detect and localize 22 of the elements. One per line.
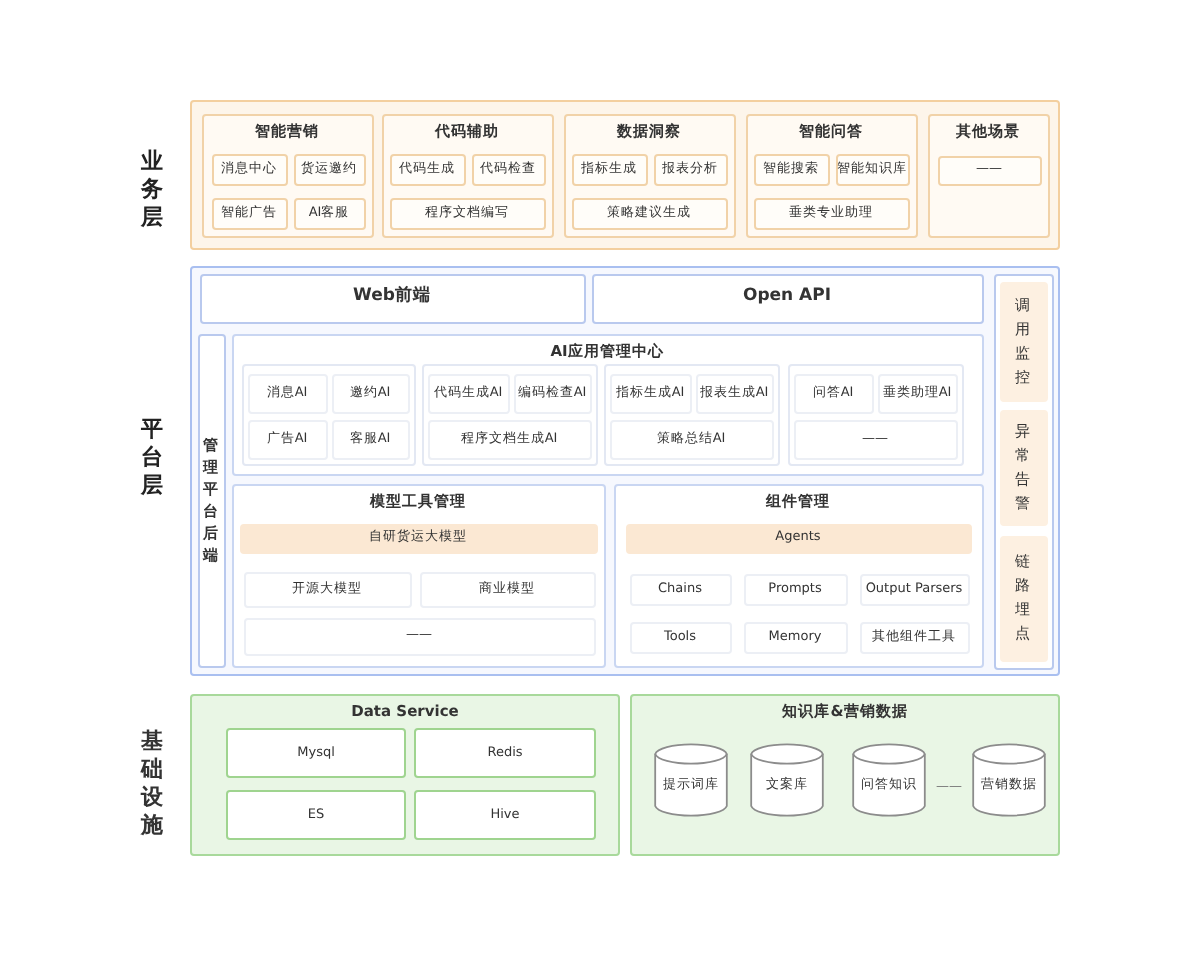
storage-panel [630, 694, 1060, 856]
module-panel [381, 113, 553, 237]
module-panel [927, 113, 1049, 237]
layer-title: 基础设施 [140, 728, 164, 840]
module-panel [745, 113, 917, 237]
layer-band [190, 266, 1060, 676]
access-bar: Open API [591, 273, 983, 323]
layer-band [190, 100, 1060, 250]
service-group [241, 363, 415, 465]
layer-title: 平台层 [140, 416, 164, 500]
layer-title: 业务层 [140, 148, 164, 232]
storage-panel [190, 694, 620, 856]
module-panel [563, 113, 735, 237]
service-group [603, 363, 779, 465]
module-panel [231, 333, 983, 475]
module-panel [613, 483, 983, 667]
service-group [787, 363, 963, 465]
monitor-column [993, 273, 1053, 669]
module-panel [201, 113, 373, 237]
module-panel [231, 483, 605, 667]
access-bar: Web前端 [199, 273, 585, 323]
service-group [421, 363, 597, 465]
